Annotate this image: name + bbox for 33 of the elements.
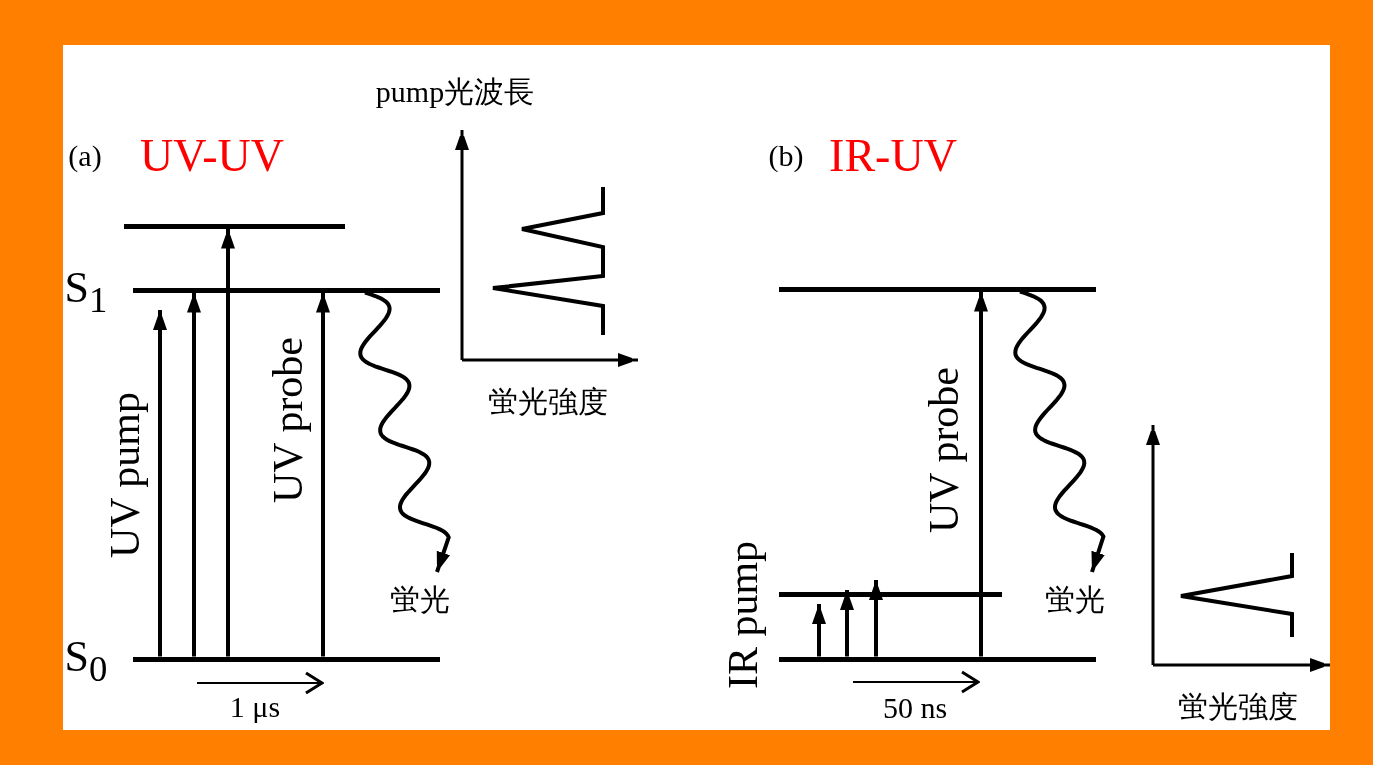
emission-label: 蛍光 xyxy=(390,585,450,615)
time-label: 50 ns xyxy=(882,693,948,723)
energy-level xyxy=(779,286,1096,292)
beam-label: UV probe xyxy=(267,337,309,503)
level-label: S$_{0}$ xyxy=(64,634,108,688)
energy-level xyxy=(124,223,345,229)
arrow xyxy=(153,310,167,657)
arrow xyxy=(840,590,854,657)
axis-label: 蛍光強度 xyxy=(1178,692,1298,722)
axis-label: 蛍光強度 xyxy=(488,387,608,417)
arrow xyxy=(974,291,988,657)
wavy-arrow xyxy=(1013,289,1106,573)
panel-title: UV-UV xyxy=(140,133,284,179)
axis-label: pump光波長 xyxy=(375,77,535,107)
energy-level xyxy=(133,287,440,293)
emission-label: 蛍光 xyxy=(1045,585,1105,615)
panel-label: (a) xyxy=(68,141,102,171)
arrow xyxy=(187,292,201,657)
beam-label: UV probe xyxy=(923,367,965,533)
beam-label: IR pump xyxy=(722,540,764,690)
level-label: S$_{1}$ xyxy=(64,265,108,319)
beam-label: UV pump xyxy=(104,391,146,559)
energy-level xyxy=(779,591,1002,597)
time-label: 1 μs xyxy=(229,692,281,722)
panel-label: (b) xyxy=(768,141,804,171)
arrow xyxy=(869,580,883,657)
arrow xyxy=(316,292,330,657)
panel-title: IR-UV xyxy=(829,133,957,179)
arrow xyxy=(221,228,235,657)
energy-level xyxy=(779,656,1096,662)
arrow xyxy=(812,604,826,657)
energy-level xyxy=(133,656,440,662)
wavy-arrow xyxy=(358,290,451,573)
